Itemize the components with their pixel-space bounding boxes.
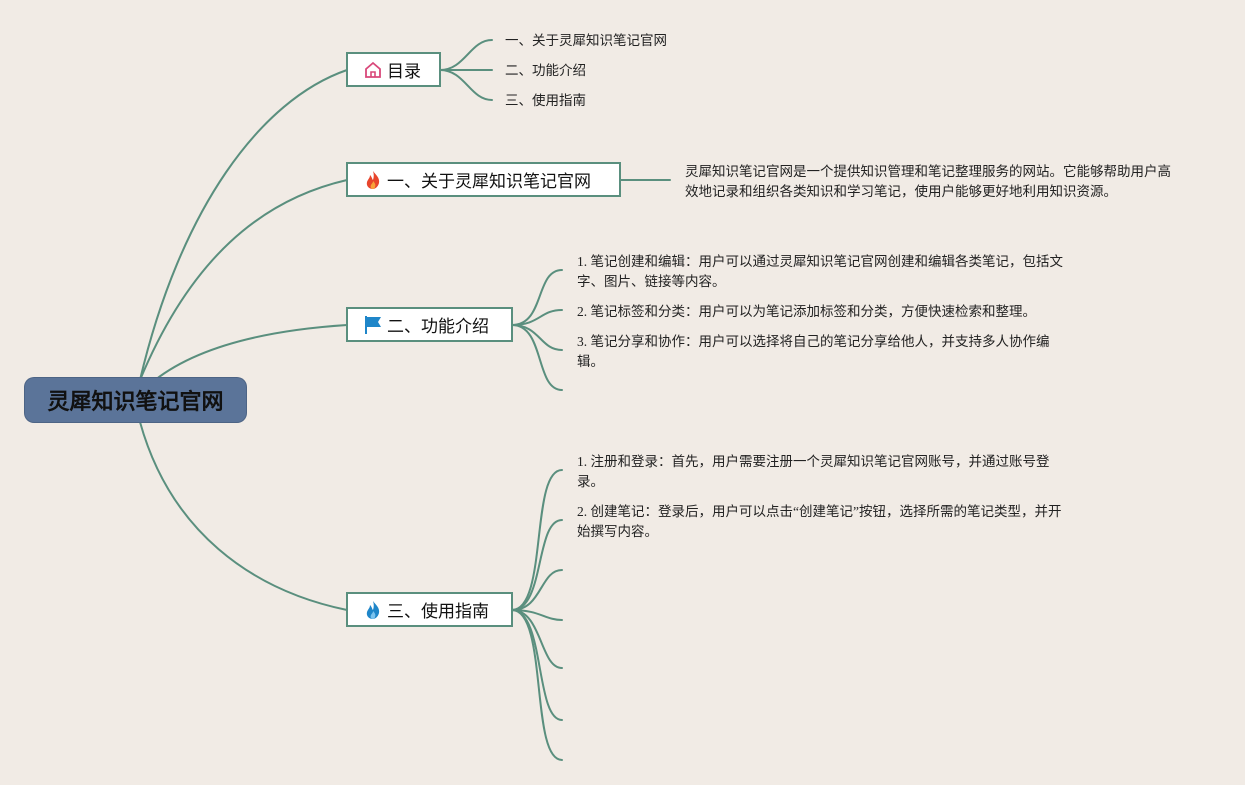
feature-item-1: 1. 笔记创建和编辑：用户可以通过灵犀知识笔记官网创建和编辑各类笔记，包括文字、… [577, 254, 1063, 289]
branch-features[interactable]: 二、功能介绍 [346, 307, 513, 342]
root-label: 灵犀知识笔记官网 [47, 390, 224, 415]
contents-item-1[interactable]: 一、关于灵犀知识笔记官网 [505, 33, 667, 49]
branch-label: 三、使用指南 [387, 602, 489, 622]
branch-label: 二、功能介绍 [387, 317, 489, 337]
contents-item-3[interactable]: 三、使用指南 [505, 93, 586, 109]
house-icon [363, 59, 383, 81]
guide-item-1: 1. 注册和登录：首先，用户需要注册一个灵犀知识笔记官网账号，并通过账号登录。 [577, 454, 1050, 489]
branch-about[interactable]: 一、关于灵犀知识笔记官网 [346, 162, 621, 197]
branch-label: 一、关于灵犀知识笔记官网 [387, 172, 591, 192]
branch-guide[interactable]: 三、使用指南 [346, 592, 513, 627]
fire-icon [363, 169, 383, 191]
flag-icon [363, 314, 383, 336]
feature-item-3: 3. 笔记分享和协作：用户可以选择将自己的笔记分享给他人，并支持多人协作编辑。 [577, 334, 1050, 369]
feature-item-2: 2. 笔记标签和分类：用户可以为笔记添加标签和分类，方便快速检索和整理。 [577, 304, 1036, 319]
blue-fire-icon [363, 599, 383, 621]
about-description: 灵犀知识笔记官网是一个提供知识管理和笔记整理服务的网站。它能够帮助用户高效地记录… [685, 164, 1171, 200]
branch-contents[interactable]: 目录 [346, 52, 441, 87]
branch-label: 目录 [387, 62, 421, 82]
guide-item-2: 2. 创建笔记：登录后，用户可以点击“创建笔记”按钮，选择所需的笔记类型，并开始… [577, 504, 1062, 539]
root-topic[interactable]: 灵犀知识笔记官网 [25, 378, 246, 422]
contents-item-2[interactable]: 二、功能介绍 [505, 63, 586, 79]
